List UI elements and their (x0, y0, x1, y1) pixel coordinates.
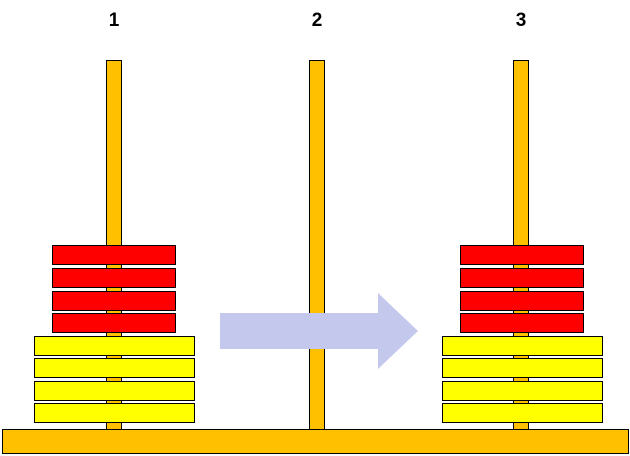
disk-peg3-large-4 (442, 403, 603, 423)
disk-peg3-large-1 (442, 336, 603, 356)
disk-peg3-small-1 (460, 245, 584, 265)
disk-peg3-large-3 (442, 381, 603, 401)
disk-peg3-large-2 (442, 358, 603, 378)
disk-peg1-large-4 (34, 403, 195, 423)
disk-peg3-small-2 (460, 268, 584, 288)
disk-peg1-large-1 (34, 336, 195, 356)
disk-peg1-small-1 (52, 245, 176, 265)
peg-label-3: 3 (515, 10, 527, 31)
rod-2 (309, 60, 325, 430)
peg-label-1: 1 (108, 10, 120, 31)
disk-peg1-large-3 (34, 381, 195, 401)
disk-peg1-large-2 (34, 358, 195, 378)
disk-peg1-small-4 (52, 313, 176, 333)
disk-peg3-small-4 (460, 313, 584, 333)
right-arrow-icon (220, 293, 418, 369)
disk-peg1-small-2 (52, 268, 176, 288)
base-platform (2, 429, 629, 454)
disk-peg3-small-3 (460, 291, 584, 311)
peg-label-2: 2 (311, 10, 323, 31)
disk-peg1-small-3 (52, 291, 176, 311)
